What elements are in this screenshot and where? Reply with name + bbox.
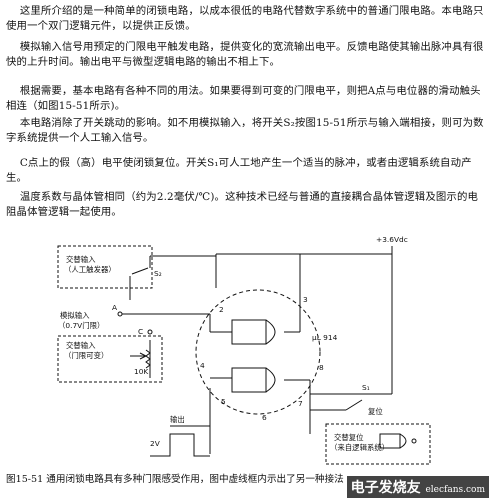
paragraph-5: C点上的假（高）电平使闭锁复位。开关S₁可人工地产生一个适当的脉冲，或者由逻辑系… (6, 157, 472, 184)
gate-1 (231, 319, 267, 345)
watermark-main: 电子发烧友 (350, 480, 421, 496)
box-alternate-reset (325, 423, 431, 465)
switch-s1-label: S₁ (362, 383, 370, 392)
box-reset-text: 交替复位（来自逻辑系统） (330, 433, 389, 452)
point-c (147, 329, 153, 335)
pin-8: 8 (319, 363, 324, 372)
ic-label: μL 914 (312, 333, 338, 342)
paragraph-6: 温度系数与晶体管相同（约为2.2毫伏/℃)。这种技术已经与普通的直接耦合晶体管逻… (6, 191, 479, 218)
gate-2 (231, 367, 267, 393)
point-c-label: C (138, 327, 143, 336)
box-manual-text: 交替输入（人工触发器） (64, 255, 116, 274)
paragraph-3: 根据需要，基本电路有各种不同的用法。如果要得到可变的门限电平，则把A点与电位器的… (6, 85, 481, 112)
pin-4: 4 (200, 361, 205, 370)
circuit-diagram: +3.6Vdc 交替输入（人工触发器） S₂ A 模拟输入（0.7V门限） C … (57, 235, 431, 465)
analog-input-text: 模拟输入（0.7V门限） (58, 311, 104, 330)
watermark-sub: elecfans.com (425, 485, 485, 495)
point-a-label: A (112, 303, 117, 312)
pin-2: 2 (219, 305, 224, 314)
box-variable-threshold (57, 335, 163, 383)
pin-3: 3 (303, 295, 308, 304)
switch-s1 (345, 399, 363, 411)
paragraph-1: 这里所介绍的是一种简单的闭锁电路，以成本很低的电路代替数字系统中的普通门限电路。… (6, 5, 484, 32)
pin-6: 6 (262, 413, 267, 422)
figure-caption: 图15-51 通用闭锁电路具有多种门限感受作用，图中虚线框内示出了另一种接法 (6, 474, 344, 485)
waveform-label: 2V (150, 439, 160, 448)
paragraph-2: 模拟输入信号用预定的门限电平触发电路，提供变化的宽流输出电平。反馈电路使其输出脉… (6, 41, 484, 68)
supply-label: +3.6Vdc (376, 235, 408, 244)
box-variable-text: 交替输入（门限可变） (64, 341, 108, 360)
paragraph-4: 本电路消除了开关跳动的影响。如不用模拟输入，将开关S₂按图15-51所示与输入端… (6, 117, 484, 144)
output-label: 输出 (170, 415, 185, 424)
pin-5: 5 (221, 397, 226, 406)
pin-7: 7 (298, 399, 303, 408)
watermark-logo: 电子发烧友 elecfans.com (346, 476, 489, 498)
pot-value: 10K (134, 367, 148, 376)
box-manual-trigger (57, 245, 153, 289)
output-waveform (150, 433, 210, 457)
ic-outline (195, 289, 321, 415)
switch-s2-label: S₂ (154, 269, 162, 278)
reset-label: 复位 (368, 407, 383, 416)
point-a (117, 311, 123, 317)
